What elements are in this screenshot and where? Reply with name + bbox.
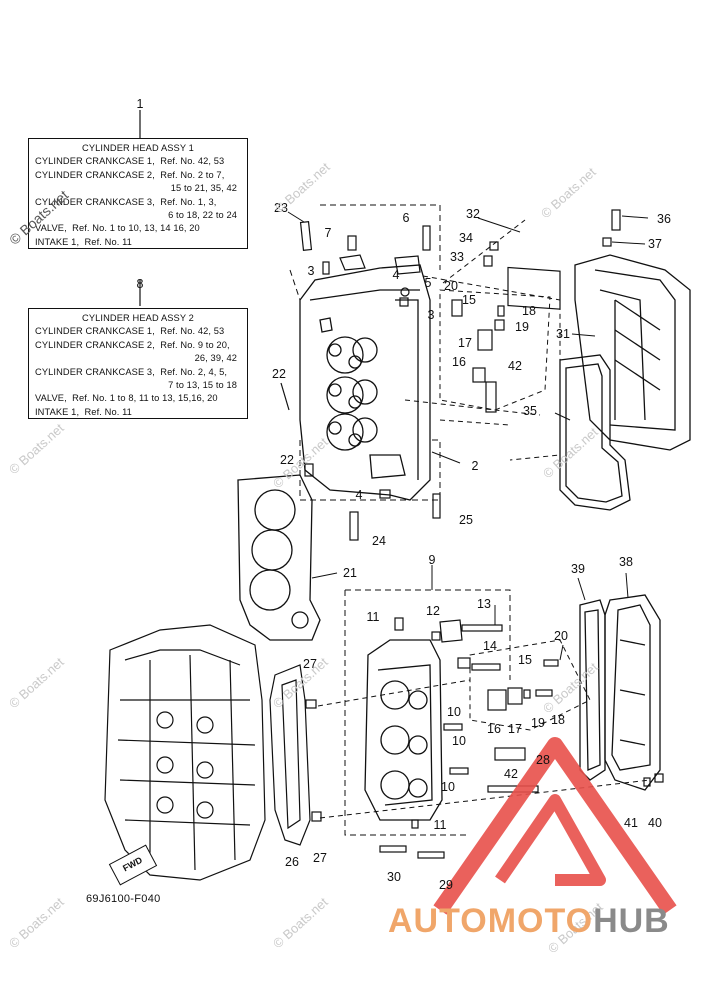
callout-18: 18 — [522, 304, 536, 318]
callout-21: 21 — [343, 566, 357, 580]
callout-5: 5 — [424, 276, 432, 290]
callout-19b: 19 — [531, 716, 545, 730]
callout-7: 7 — [324, 226, 332, 240]
callout-15b: 15 — [518, 653, 532, 667]
callout-9: 9 — [428, 553, 436, 567]
callout-4: 4 — [392, 268, 400, 282]
callout-10b: 10 — [452, 734, 466, 748]
callout-16: 16 — [452, 355, 466, 369]
callout-28: 28 — [536, 753, 550, 767]
legend-1-line: 15 to 21, 35, 42 — [170, 183, 237, 194]
callout-22: 22 — [272, 367, 286, 381]
callout-27: 27 — [303, 657, 317, 671]
leader-lines — [287, 211, 649, 661]
head-gasket-21 — [237, 474, 321, 641]
upper-cylinder-head — [299, 264, 431, 501]
callout-10c: 10 — [441, 780, 455, 794]
legend-1-line: CYLINDER CRANKCASE 2, Ref. No. 2 to 7, — [35, 169, 225, 180]
callout-41: 41 — [624, 816, 638, 830]
callout-25: 25 — [459, 513, 473, 527]
callout-40: 40 — [648, 816, 662, 830]
callout-23: 23 — [274, 201, 288, 215]
callout-42: 42 — [508, 359, 522, 373]
lower-gasket-26 — [269, 664, 322, 846]
callout-27b: 27 — [313, 851, 327, 865]
callout-39: 39 — [571, 562, 585, 576]
spark-dashed-box — [404, 219, 561, 461]
callout-29: 29 — [439, 878, 453, 892]
callout-24: 24 — [372, 534, 386, 548]
callout-32: 32 — [466, 207, 480, 221]
legend-box-cylinder-head-assy-2: CYLINDER HEAD ASSY 2 CYLINDER CRANKCASE … — [28, 308, 248, 419]
callout-13: 13 — [477, 597, 491, 611]
legend-2-line: CYLINDER CRANKCASE 1, Ref. No. 42, 53 — [35, 326, 225, 337]
brand-part-1: AUTOMOTO — [388, 902, 594, 940]
callout-36: 36 — [657, 212, 671, 226]
callout-14: 14 — [483, 639, 497, 653]
callout-16b: 16 — [487, 722, 501, 736]
brand-part-2: HUB — [593, 902, 670, 940]
legend-2-line: 26, 39, 42 — [194, 353, 237, 364]
legend-2-line: 7 to 13, 15 to 18 — [168, 380, 237, 391]
cam-cover-31 — [574, 254, 691, 451]
brand-wordmark: AUTOMOTOHUB — [388, 902, 670, 941]
upper-head-dashed-box — [289, 204, 441, 501]
callout-15: 15 — [462, 293, 476, 307]
legend-1-line: INTAKE 1, Ref. No. 11 — [35, 236, 132, 247]
lower-cylinder-head — [364, 639, 443, 821]
callout-4b: 4 — [355, 488, 363, 502]
cam-cover-gasket-35 — [559, 354, 631, 511]
legend-2-line: CYLINDER CRANKCASE 2, Ref. No. 9 to 20, — [35, 339, 230, 350]
lower-spark-dashed-box — [317, 639, 651, 819]
callout-26: 26 — [285, 855, 299, 869]
callout-38: 38 — [619, 555, 633, 569]
callout-2: 2 — [471, 459, 479, 473]
legend-1-line: CYLINDER CRANKCASE 1, Ref. No. 42, 53 — [35, 156, 225, 167]
lower-gasket-39 — [579, 599, 606, 781]
callout-20b: 20 — [554, 629, 568, 643]
legend-2-title: CYLINDER HEAD ASSY 2 — [82, 313, 194, 323]
legend-2-line: INTAKE 1, Ref. No. 11 — [35, 406, 132, 417]
callout-33: 33 — [450, 250, 464, 264]
callout-42b: 42 — [504, 767, 518, 781]
upper-small-parts — [280, 209, 621, 541]
callout-18b: 18 — [551, 713, 565, 727]
callout-22b: 22 — [280, 453, 294, 467]
callout-19: 19 — [515, 320, 529, 334]
callout-3b: 3 — [427, 308, 435, 322]
lower-cover-38 — [604, 594, 661, 791]
callout-35: 35 — [523, 404, 537, 418]
callout-11b: 11 — [433, 818, 447, 832]
callout-37: 37 — [648, 237, 662, 251]
callout-31: 31 — [556, 327, 570, 341]
brand-logo — [433, 737, 677, 915]
legend-1-line: VALVE, Ref. No. 1 to 10, 13, 14 16, 20 — [35, 223, 200, 234]
callout-20: 20 — [444, 279, 458, 293]
legend-2-number: 8 — [136, 277, 144, 291]
callout-17: 17 — [458, 336, 472, 350]
legend-1-title: CYLINDER HEAD ASSY 1 — [82, 143, 194, 153]
callout-17b: 17 — [508, 722, 522, 736]
legend-1-number: 1 — [136, 97, 144, 111]
callout-11: 11 — [366, 610, 380, 624]
callout-3: 3 — [307, 264, 315, 278]
callout-10: 10 — [447, 705, 461, 719]
lower-small-parts — [379, 617, 664, 859]
lower-head-dashed-box — [344, 589, 511, 836]
legend-box-cylinder-head-assy-1: CYLINDER HEAD ASSY 1 CYLINDER CRANKCASE … — [28, 138, 248, 249]
callout-30: 30 — [387, 870, 401, 884]
callout-6: 6 — [402, 211, 410, 225]
callout-34: 34 — [459, 231, 473, 245]
legend-2-line: CYLINDER CRANKCASE 3, Ref. No. 2, 4, 5, — [35, 366, 228, 377]
figure-code: 69J6100-F040 — [86, 893, 161, 905]
cylinder-block — [104, 624, 266, 881]
legend-1-line: CYLINDER CRANKCASE 3, Ref. No. 1, 3, — [35, 196, 217, 207]
legend-1-line: 6 to 18, 22 to 24 — [168, 210, 237, 221]
callout-12: 12 — [426, 604, 440, 618]
legend-2-line: VALVE, Ref. No. 1 to 8, 11 to 13, 15,16,… — [35, 393, 218, 404]
